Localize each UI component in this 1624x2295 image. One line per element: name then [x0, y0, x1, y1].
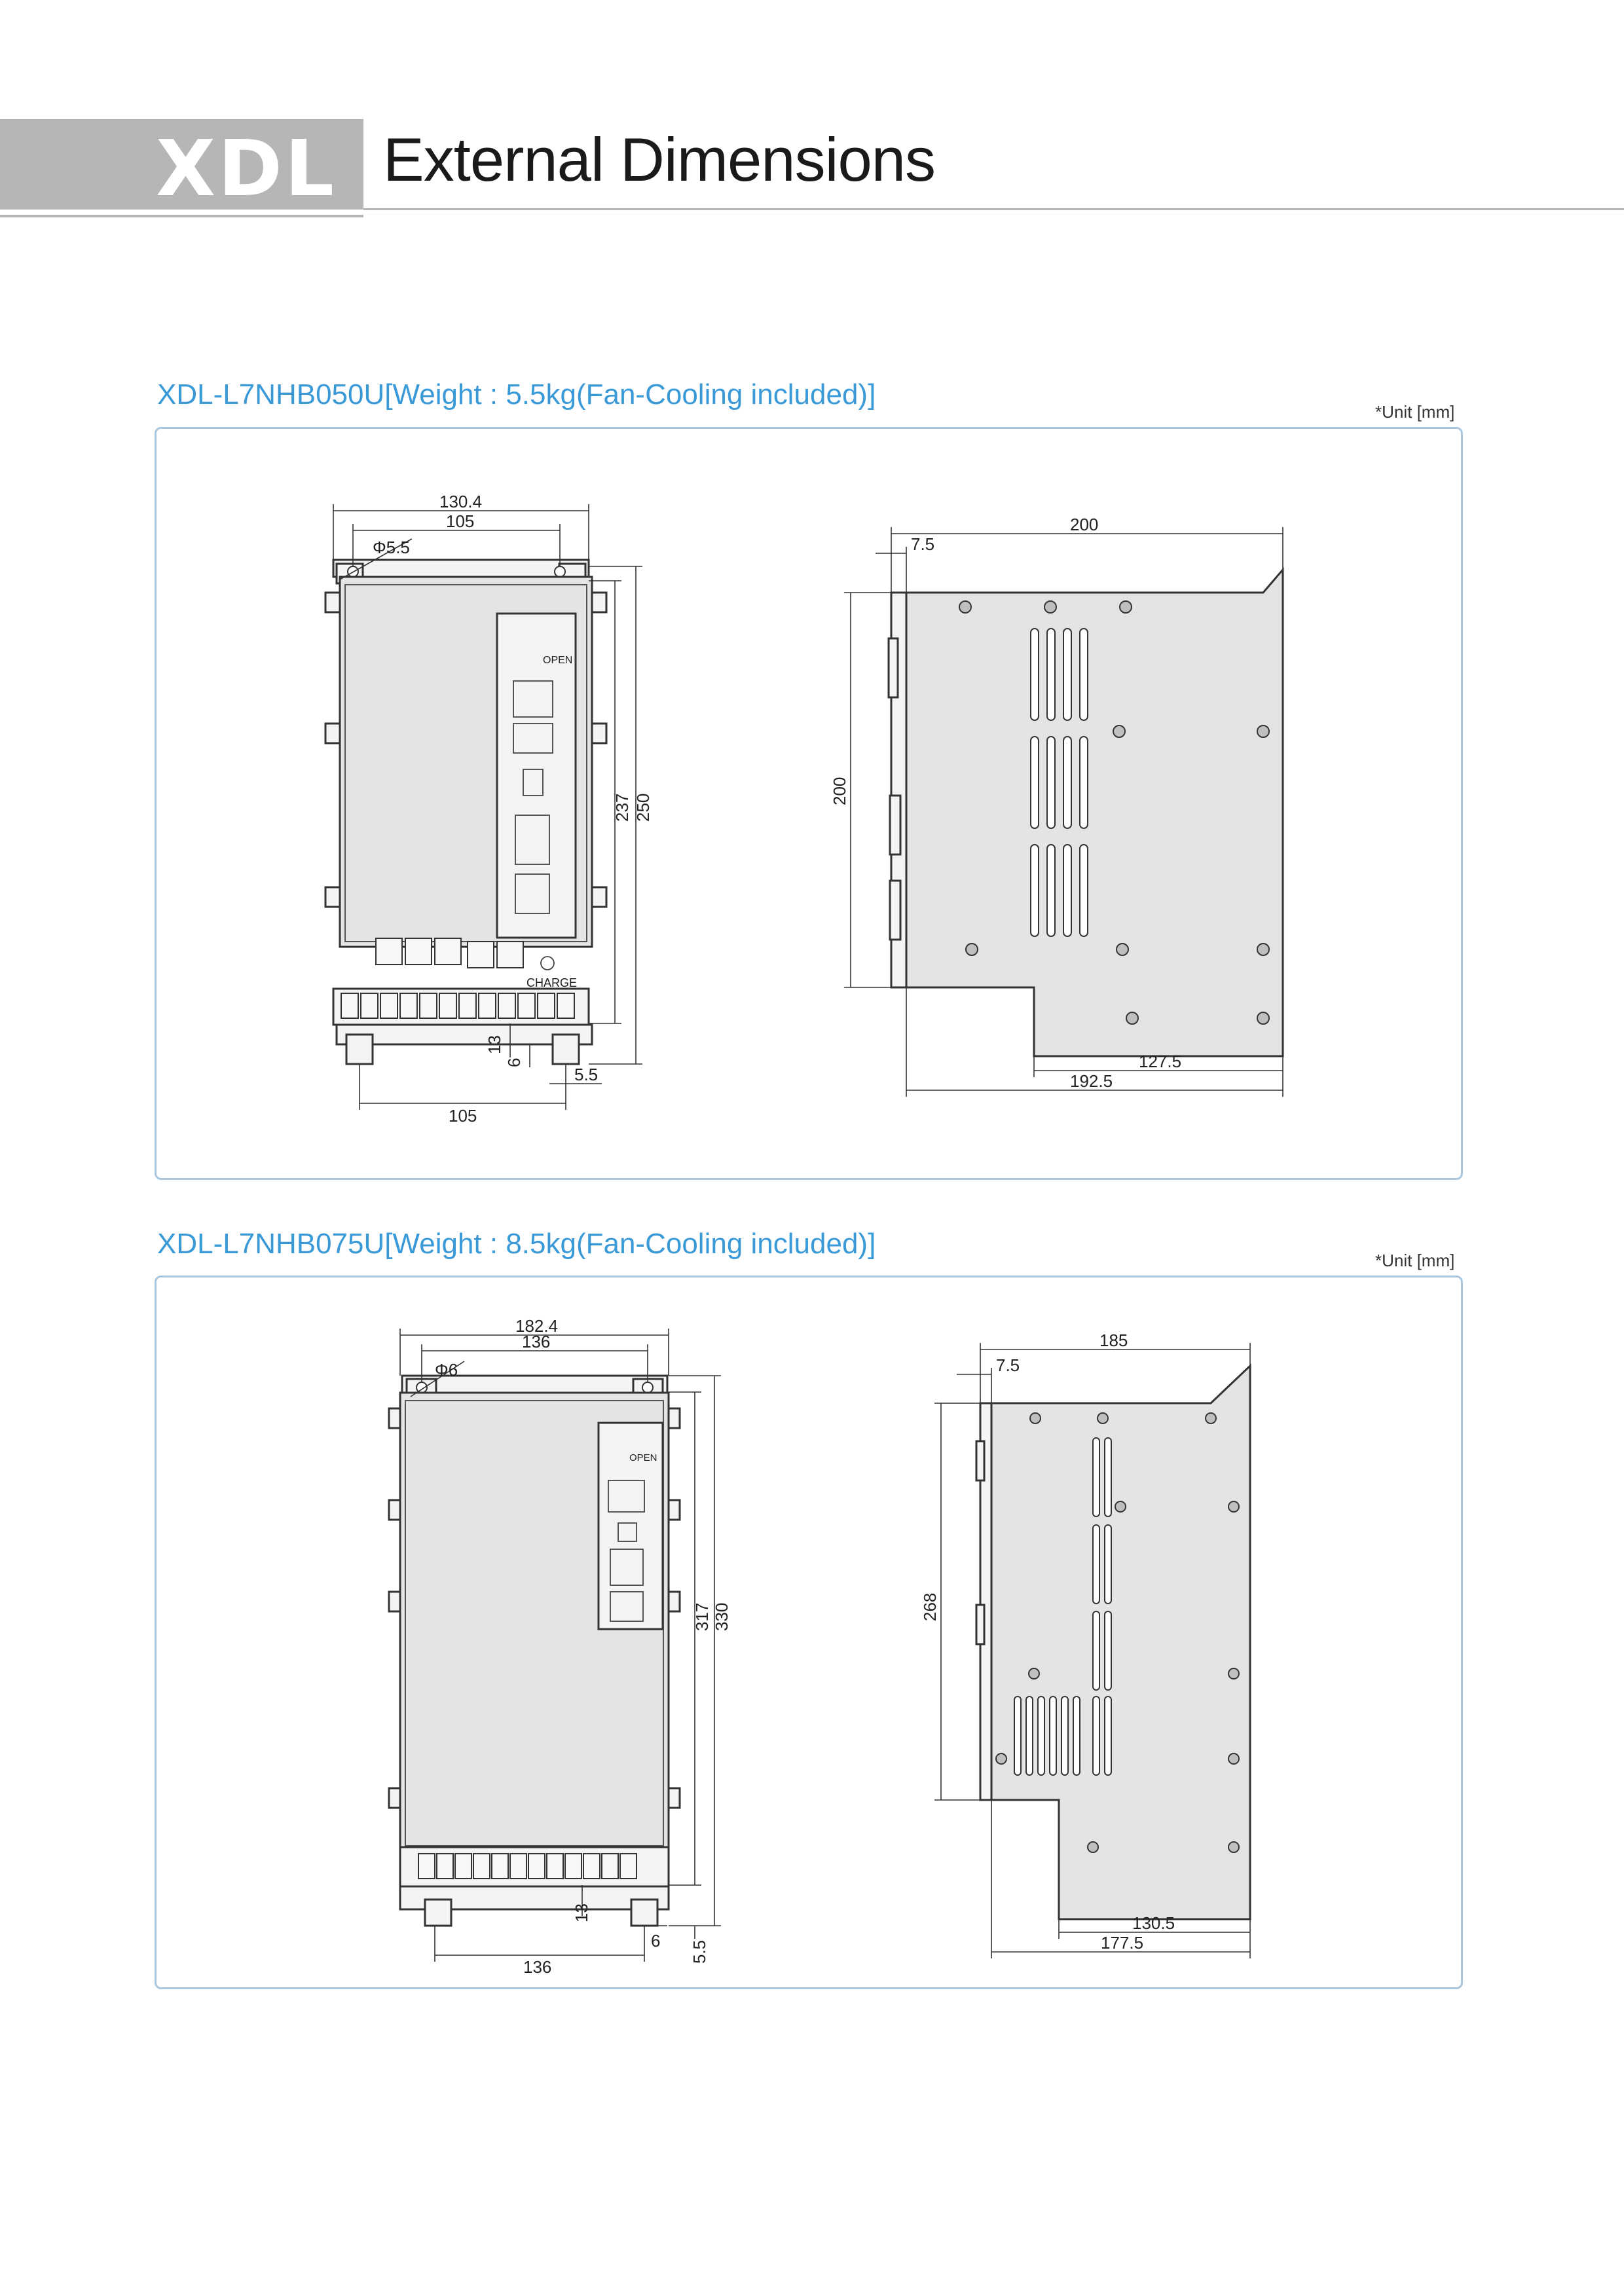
dim-bottom-width-050: 105	[449, 1106, 477, 1126]
section-2-title: XDL-L7NHB075U[Weight : 8.5kg(Fan-Cooling…	[157, 1228, 876, 1260]
header-brand-block	[0, 119, 363, 217]
dim-bottom-13-075: 13	[572, 1903, 591, 1922]
front-view-075: OPEN 182.4 136 Φ6 317	[388, 1316, 731, 1977]
dim-mount-width-050: 105	[446, 511, 474, 531]
dim-bottom-5-5-050: 5.5	[574, 1065, 598, 1084]
open-label-075: OPEN	[629, 1452, 657, 1463]
dim-overall-height-075: 330	[712, 1603, 731, 1631]
section-2-drawing: OPEN 182.4 136 Φ6 317	[388, 1316, 1251, 1977]
section-1-drawing-panel: OPEN CHARGE 130.4	[155, 427, 1463, 1180]
dim-inner-height-050: 237	[612, 794, 632, 822]
charge-label-050: CHARGE	[526, 976, 577, 989]
dim-side-top-width-075: 185	[1099, 1331, 1128, 1350]
front-view-050: OPEN CHARGE 130.4	[324, 492, 653, 1126]
dim-bottom-width-075: 136	[523, 1957, 551, 1977]
dim-bottom-13-050: 13	[485, 1035, 504, 1054]
page-title: External Dimensions	[383, 125, 936, 194]
dim-bottom-5-5-075: 5.5	[690, 1940, 709, 1964]
dim-side-bottom-overall-050: 192.5	[1070, 1071, 1113, 1091]
header-rule	[363, 208, 1624, 210]
side-view-075: 185 7.5 268 130.5 177.5	[920, 1331, 1251, 1958]
dim-overall-height-050: 250	[633, 794, 653, 822]
header-brand-underline	[0, 210, 363, 215]
dim-side-bottom-inner-075: 130.5	[1132, 1913, 1175, 1933]
dim-hole-050: Φ5.5	[373, 538, 410, 557]
dim-side-height-050: 200	[830, 777, 849, 805]
section-1-drawing: OPEN CHARGE 130.4	[324, 492, 1284, 1126]
dim-hole-075: Φ6	[435, 1360, 458, 1380]
side-view-050: 200 7.5 200 127.5 192.5	[830, 515, 1284, 1097]
dim-side-bottom-inner-050: 127.5	[1139, 1052, 1181, 1071]
dim-side-offset-050: 7.5	[911, 534, 934, 554]
dim-mount-width-075: 136	[522, 1332, 550, 1351]
dim-overall-width-050: 130.4	[439, 492, 482, 511]
section-1-title: XDL-L7NHB050U[Weight : 5.5kg(Fan-Cooling…	[157, 378, 876, 411]
section-2-drawing-panel: OPEN 182.4 136 Φ6 317	[155, 1276, 1463, 1989]
dim-side-bottom-overall-075: 177.5	[1101, 1933, 1143, 1953]
section-1-unit: *Unit [mm]	[1375, 402, 1455, 422]
dim-bottom-6-050: 6	[504, 1058, 524, 1067]
section-2-unit: *Unit [mm]	[1375, 1251, 1455, 1270]
open-label-050: OPEN	[543, 655, 572, 666]
dim-side-height-075: 268	[920, 1593, 940, 1621]
dim-bottom-6-075: 6	[651, 1931, 660, 1951]
dim-side-offset-075: 7.5	[996, 1355, 1020, 1375]
header-brand: XDL	[156, 123, 337, 213]
dim-inner-height-075: 317	[692, 1603, 712, 1631]
dim-side-top-width-050: 200	[1070, 515, 1098, 534]
dim-overall-width-075: 182.4	[515, 1316, 558, 1336]
